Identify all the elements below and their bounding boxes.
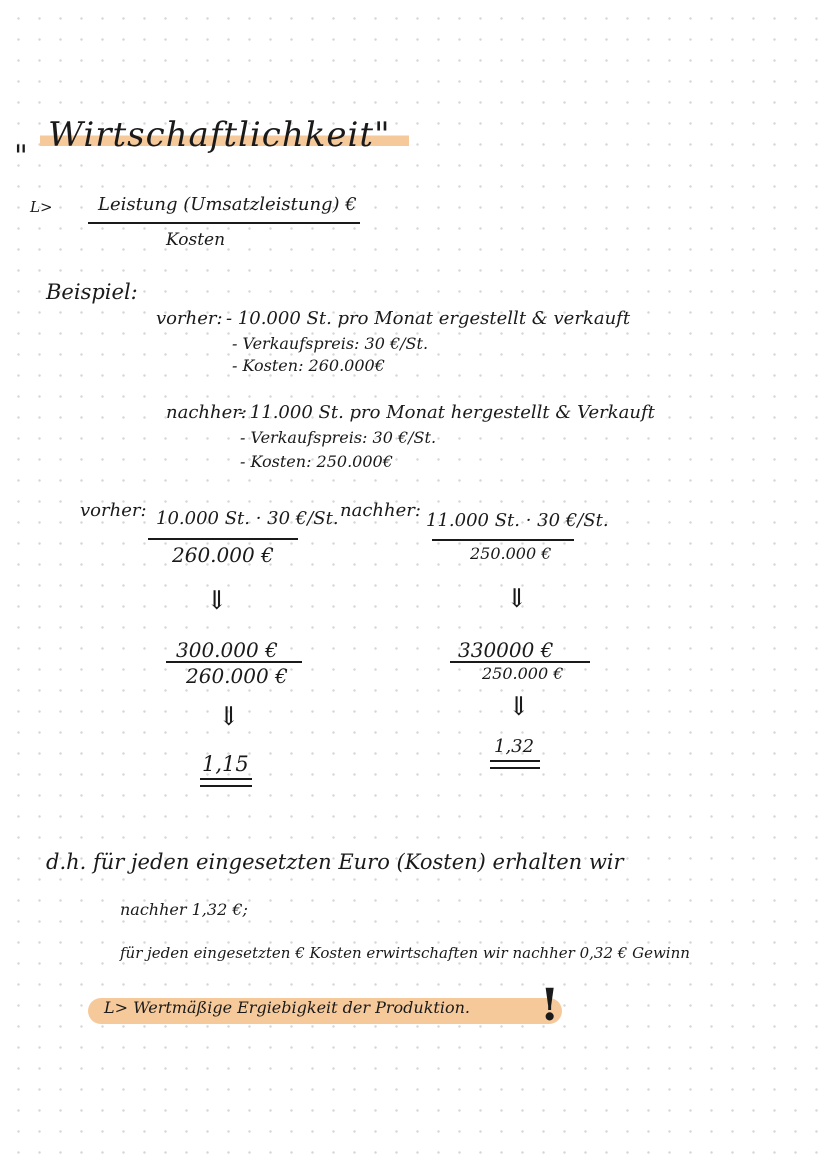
calc-after-arrow-2: ⇓ — [508, 692, 530, 722]
conclusion-line-2: nachher 1,32 €; — [120, 900, 248, 919]
calc-after-numerator-2: 330000 € — [458, 638, 554, 662]
calc-after-numerator: 11.000 St. · 30 €/St. — [426, 510, 609, 531]
calc-after-denominator: 250.000 € — [470, 544, 552, 563]
calc-before-arrow-2: ⇓ — [218, 702, 240, 732]
conclusion-highlight — [88, 998, 562, 1024]
calc-before-numerator: 10.000 St. · 30 €/St. — [156, 508, 339, 529]
before-line-1: - 10.000 St. pro Monat ergestellt & verk… — [226, 308, 631, 329]
page-title: Wirtschaftlichkeit" — [40, 118, 409, 152]
before-label: vorher: — [156, 308, 223, 329]
calc-after-result: 1,32 — [494, 736, 535, 757]
before-line-3: - Kosten: 260.000€ — [232, 356, 385, 375]
exclamation-mark: ! — [540, 980, 560, 1031]
calc-before-denominator-2: 260.000 € — [186, 664, 288, 688]
conclusion-highlight-text: L> Wertmäßige Ergiebigkeit der Produktio… — [104, 998, 470, 1017]
calc-before-label: vorher: — [80, 500, 147, 521]
page-title-text: Wirtschaftlichkeit — [48, 115, 374, 155]
calc-after-result-underline — [490, 760, 540, 769]
example-heading: Beispiel: — [46, 280, 138, 304]
definition-fraction-line — [88, 222, 360, 224]
calc-before-fraction-line-2 — [166, 661, 302, 663]
conclusion-line-3: für jeden eingesetzten € Kosten erwirtsc… — [120, 944, 690, 962]
definition-numerator: Leistung (Umsatzleistung) € — [98, 194, 357, 215]
definition-denominator: Kosten — [166, 230, 226, 250]
after-label: nachher: — [166, 402, 247, 423]
calc-before-numerator-2: 300.000 € — [176, 638, 278, 662]
before-line-2: - Verkaufspreis: 30 €/St. — [232, 334, 429, 353]
definition-arrow: L> — [30, 198, 53, 216]
after-line-3: - Kosten: 250.000€ — [240, 452, 393, 471]
calc-before-result: 1,15 — [202, 752, 249, 776]
calc-before-arrow: ⇓ — [206, 586, 228, 616]
calc-after-fraction-line — [432, 539, 574, 541]
calc-before-denominator: 260.000 € — [172, 543, 274, 567]
calc-before-fraction-line — [148, 538, 298, 540]
calc-after-label: nachher: — [340, 500, 421, 521]
title-quote-close: " — [374, 115, 391, 155]
after-line-2: - Verkaufspreis: 30 €/St. — [240, 428, 437, 447]
calc-after-denominator-2: 250.000 € — [482, 664, 564, 683]
calc-before-result-underline — [200, 778, 252, 787]
title-quote-open: " — [14, 139, 28, 174]
calc-after-arrow: ⇓ — [506, 584, 528, 614]
calc-after-fraction-line-2 — [450, 661, 590, 663]
conclusion-line-1: d.h. für jeden eingesetzten Euro (Kosten… — [46, 850, 624, 874]
after-line-1: - 11.000 St. pro Monat hergestellt & Ver… — [238, 402, 655, 423]
